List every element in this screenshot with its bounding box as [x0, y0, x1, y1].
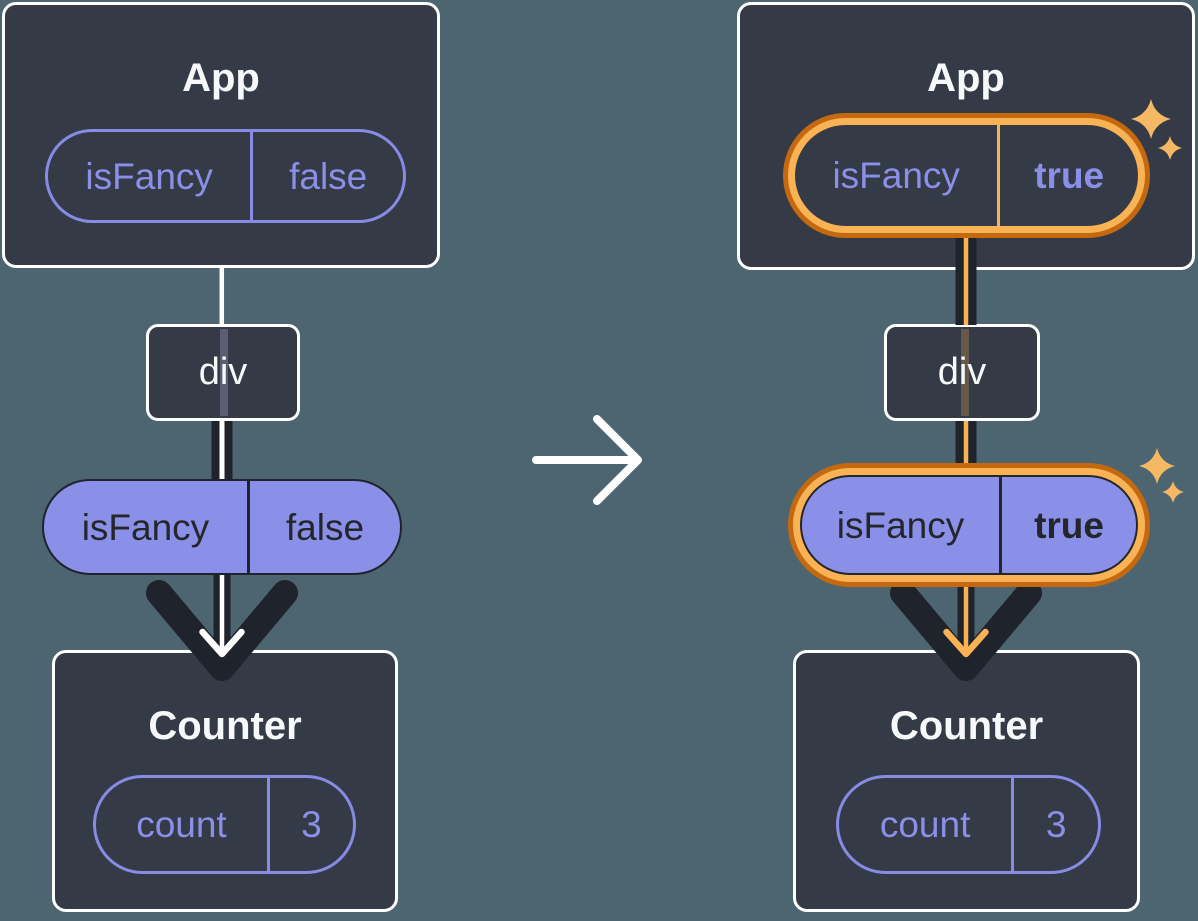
connector-ghost-line [961, 329, 969, 416]
pill-divider [1011, 778, 1015, 871]
sparkle-icon [1162, 481, 1184, 503]
arrow-right-icon [532, 415, 642, 505]
count-key: count [136, 804, 227, 845]
app-card: App isFancy false [2, 2, 440, 268]
count-key: count [879, 804, 971, 845]
state-value: true [1034, 155, 1105, 196]
connector-ghost-line [220, 329, 228, 416]
prop-pill-highlighted: isFancy true [788, 463, 1150, 587]
prop-value: false [285, 506, 365, 548]
prop-key: isFancy [81, 506, 210, 548]
state-pill-highlighted: isFancy true [783, 113, 1150, 238]
count-value: 3 [301, 804, 322, 845]
pill-divider [246, 481, 250, 573]
count-pill: count 3 [93, 775, 356, 874]
prop-value: true [1034, 504, 1104, 546]
state-key: isFancy [85, 155, 213, 197]
counter-card: Counter count 3 [793, 650, 1140, 912]
state-pill: isFancy false [45, 129, 406, 223]
state-value: false [289, 155, 368, 197]
pill-divider [250, 132, 254, 220]
counter-card: Counter count 3 [52, 650, 398, 912]
count-value: 3 [1045, 804, 1067, 845]
counter-title: Counter [148, 704, 302, 748]
prop-key: isFancy [836, 504, 965, 546]
app-title: App [927, 56, 1005, 100]
div-card: div [884, 324, 1040, 421]
pill-divider [997, 125, 1001, 226]
div-label: div [198, 351, 248, 393]
counter-title: Counter [889, 704, 1044, 748]
pill-divider [266, 778, 270, 871]
sparkle-icon [1139, 448, 1175, 484]
prop-pill: isFancy false [42, 479, 402, 575]
div-label: div [937, 351, 987, 393]
state-key: isFancy [832, 155, 960, 196]
div-card: div [146, 324, 300, 421]
count-pill: count 3 [836, 775, 1101, 874]
app-title: App [182, 56, 260, 100]
pill-divider [999, 477, 1003, 573]
